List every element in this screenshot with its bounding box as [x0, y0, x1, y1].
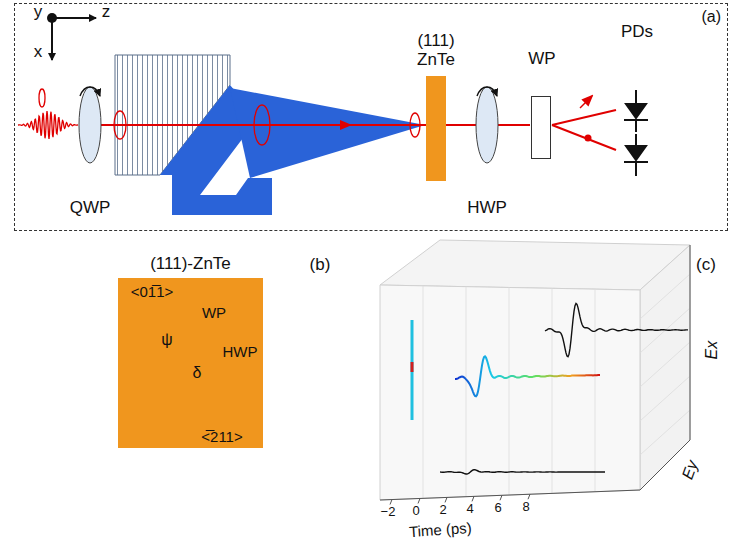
tick-label: 2 — [439, 503, 446, 518]
text-label: WP — [202, 304, 226, 321]
crystal-face: (111)-ZnTe — [118, 278, 263, 448]
text-label: z — [102, 2, 111, 22]
text-label: x — [34, 42, 43, 62]
half-wave-plate — [476, 87, 498, 163]
trace — [411, 320, 414, 420]
text-label: (b) — [310, 255, 331, 275]
text-label: (c) — [696, 255, 716, 275]
probe-beam — [80, 124, 350, 126]
polarization-dot — [585, 135, 592, 142]
polarization-arrow — [580, 96, 592, 108]
text-label: QWP — [70, 198, 111, 218]
quarter-wave-plate — [79, 87, 101, 163]
rotation-arrow — [80, 87, 100, 96]
probe-beam — [552, 110, 616, 125]
text-label: PDs — [621, 22, 653, 42]
tick-marks — [390, 494, 530, 504]
text-label: <01̅1> — [131, 283, 174, 300]
node-label: (111) ZnTe — [408, 31, 464, 70]
text-label: y — [34, 2, 43, 22]
text-label: HWP — [223, 343, 258, 360]
axis-label: Ey — [678, 458, 702, 482]
trace-3d — [455, 356, 600, 396]
tick-label: 0 — [412, 504, 419, 519]
trace — [411, 362, 414, 372]
trace-ey — [440, 470, 605, 474]
text-label: <̅211> — [201, 428, 242, 445]
plot-axis — [380, 245, 690, 500]
tick-label: −2 — [381, 505, 396, 520]
waveplate: WP — [531, 96, 551, 159]
text-label: HWP — [467, 198, 507, 218]
plot-grid — [380, 240, 690, 500]
node-label: WP — [528, 49, 555, 69]
crystal: (111) ZnTe — [426, 76, 446, 181]
axes-glyph — [47, 13, 96, 60]
node-label: (111)-ZnTe — [150, 254, 231, 274]
thz-beam — [230, 88, 425, 178]
laser-pulse — [18, 111, 78, 139]
tick-label: 8 — [522, 500, 529, 515]
plot-grid — [423, 274, 690, 498]
tick-label: 4 — [466, 502, 473, 517]
panel-frame: (a)(111) ZnTeWP — [14, 3, 728, 231]
text-label: δ — [193, 364, 202, 382]
text-label: ψ — [161, 331, 172, 349]
axis-label: Time (ps) — [408, 519, 472, 541]
photodiode — [624, 90, 648, 176]
probe-beam — [552, 125, 616, 150]
axis-label: Ex — [703, 341, 721, 360]
trace-ex — [545, 304, 688, 357]
tick-label: 6 — [494, 501, 501, 516]
rotation-arrow — [477, 87, 497, 96]
node-label: (a) — [701, 8, 721, 26]
